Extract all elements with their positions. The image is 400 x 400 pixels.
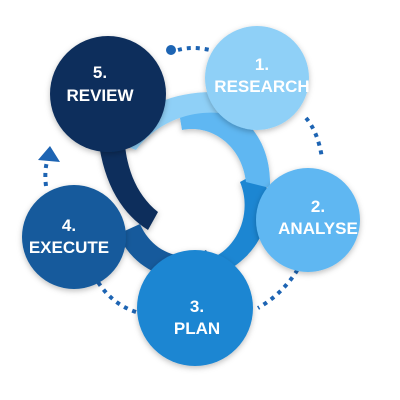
- connector-research-to-analyse: [304, 116, 324, 159]
- step-number-analyse: 2.: [311, 197, 325, 216]
- step-number-execute: 4.: [62, 216, 76, 235]
- step-circle-analyse: [256, 168, 360, 272]
- step-circle-review: [50, 36, 166, 152]
- step-label-review: REVIEW: [66, 86, 134, 105]
- step-number-plan: 3.: [190, 297, 204, 316]
- step-circle-plan: [137, 250, 253, 366]
- step-label-research: RESEARCH: [214, 77, 309, 96]
- arm-plan: [200, 170, 269, 282]
- connector-start-dot: [166, 45, 176, 55]
- connectors: [43, 46, 324, 314]
- step-labels: 1. RESEARCH 2. ANALYSE 3. PLAN 4. EXECUT…: [29, 55, 358, 338]
- connector-review-to-research: [177, 46, 211, 52]
- step-number-review: 5.: [93, 63, 107, 82]
- arrowhead-icon: [38, 146, 60, 162]
- step-label-execute: EXECUTE: [29, 238, 109, 257]
- step-label-plan: PLAN: [174, 319, 220, 338]
- step-circle-research: [205, 26, 309, 130]
- step-number-research: 1.: [255, 55, 269, 74]
- step-circles: [22, 26, 360, 366]
- connector-plan-to-execute: [96, 280, 137, 314]
- step-label-analyse: ANALYSE: [278, 219, 358, 238]
- step-circle-execute: [22, 185, 126, 289]
- connector-execute-to-review: [43, 157, 50, 187]
